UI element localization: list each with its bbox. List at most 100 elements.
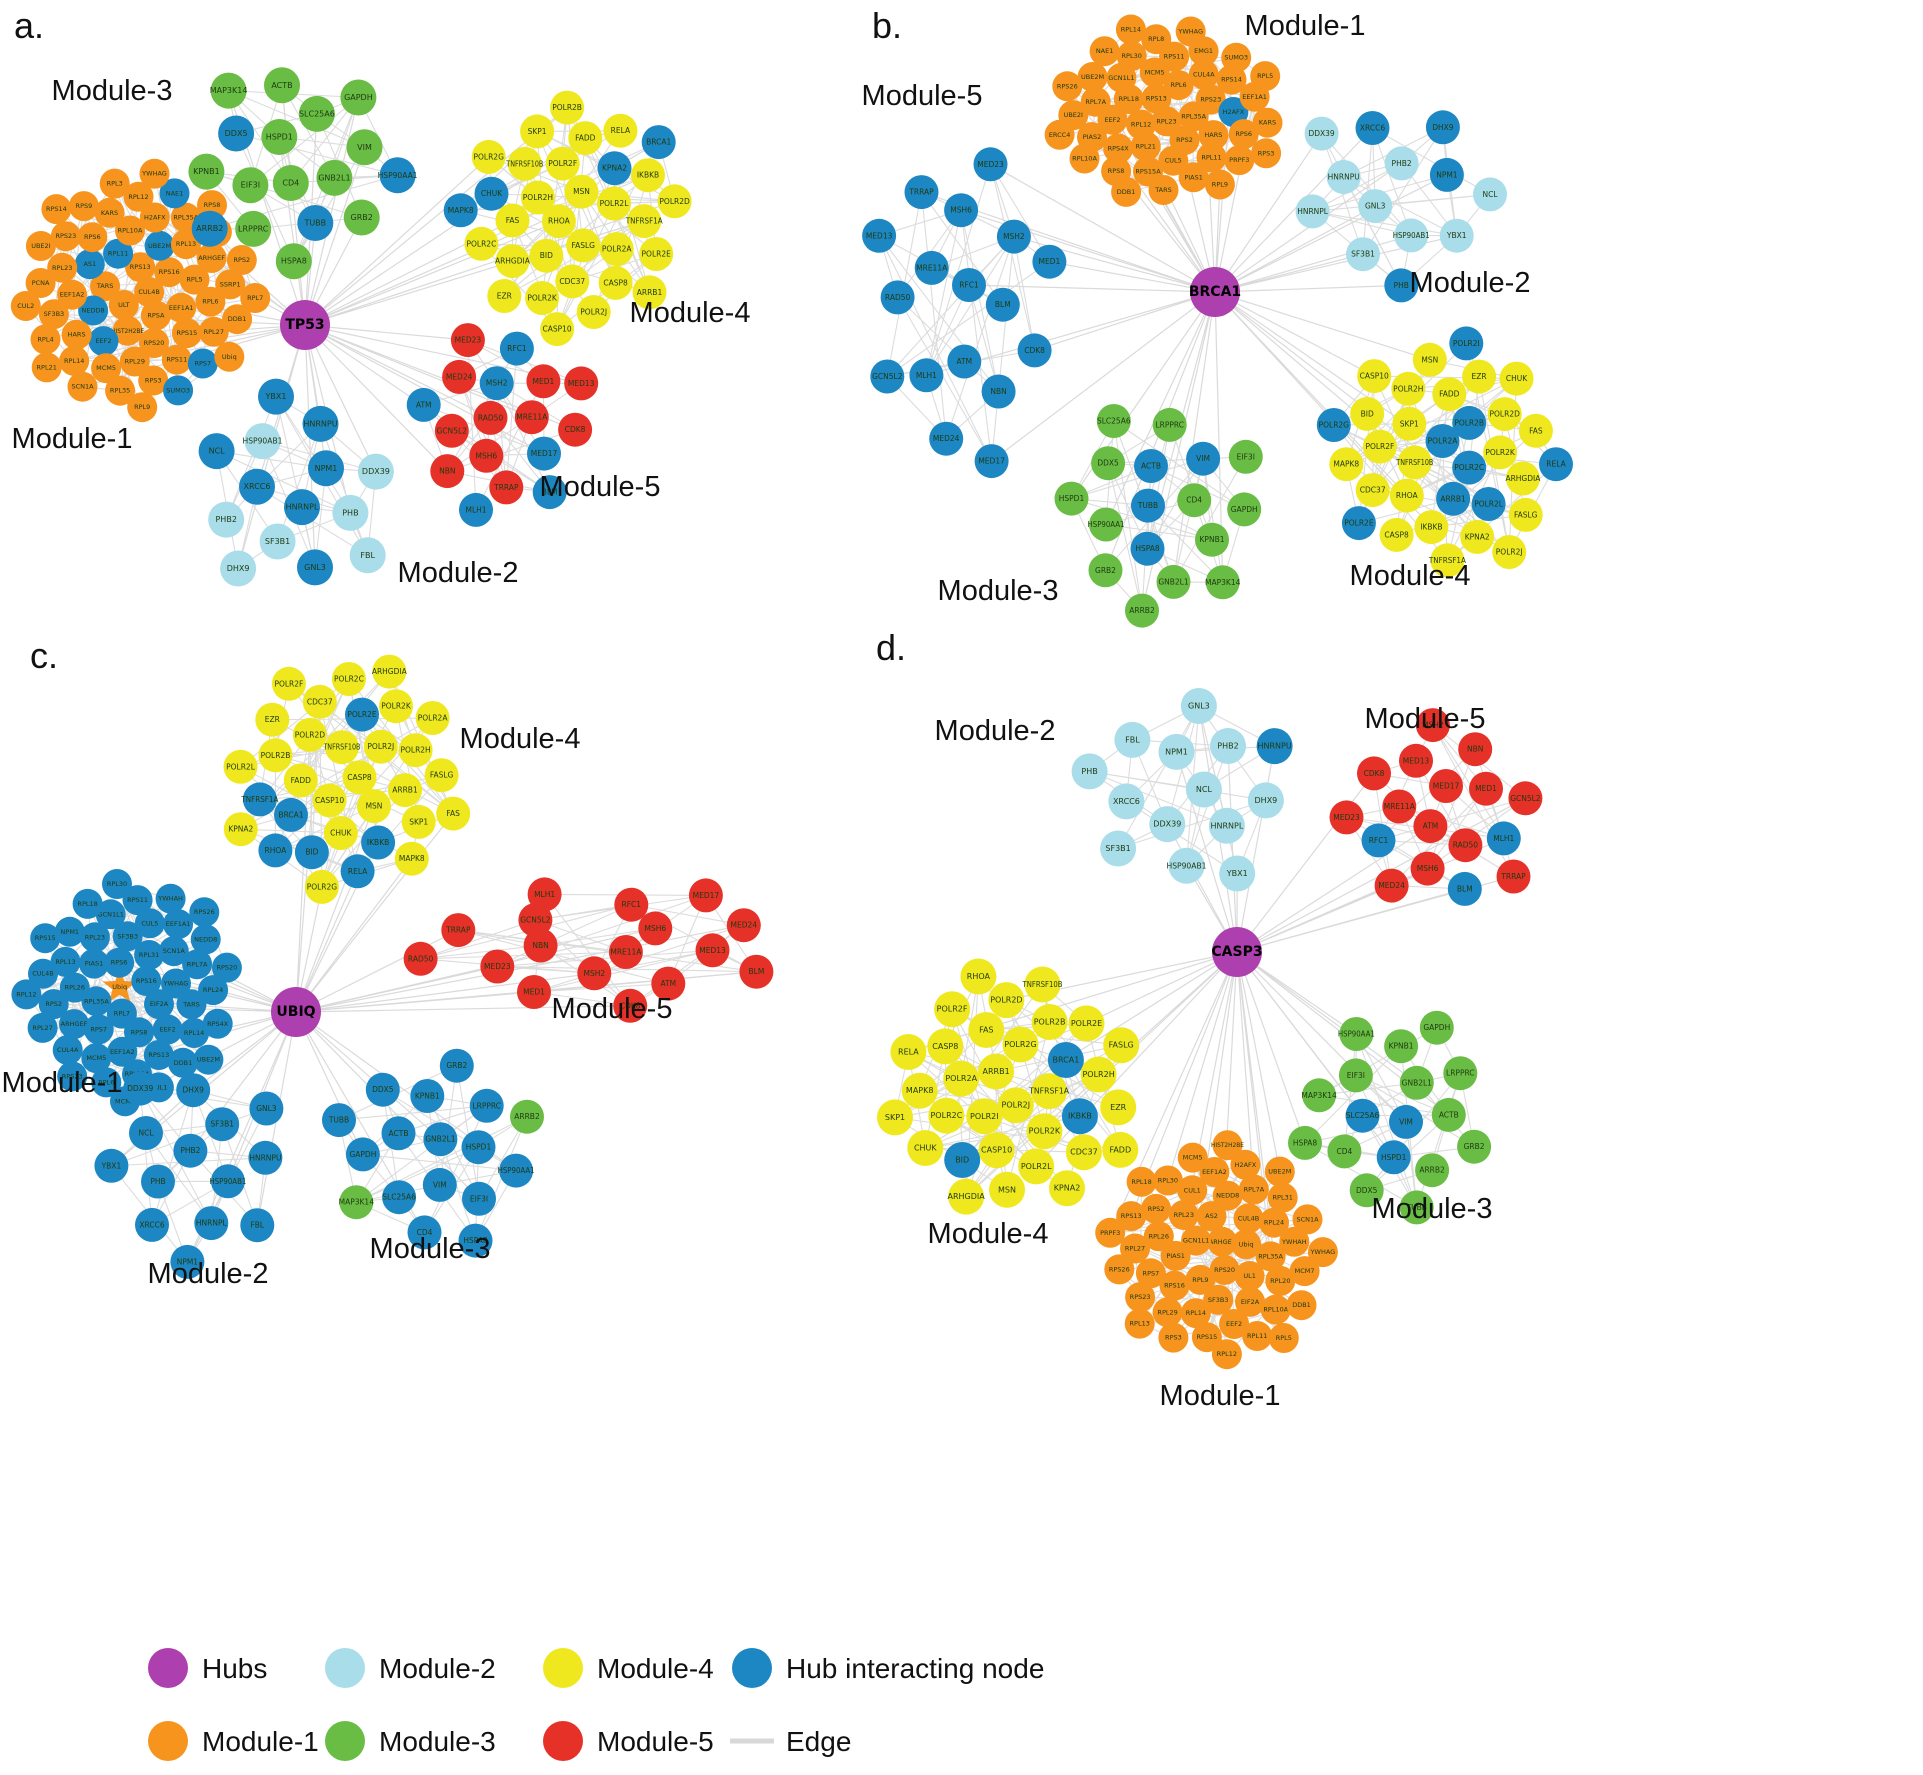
node-YBX1: YBX1 — [94, 1148, 129, 1183]
node-YBX1: YBX1 — [258, 378, 294, 415]
hub-circle — [271, 987, 321, 1037]
node-circle — [144, 230, 175, 261]
node-circle — [31, 352, 62, 383]
hub-label: CASP3 — [1211, 944, 1262, 960]
node-circle — [1457, 1129, 1492, 1164]
node-IKBKB: IKBKB — [631, 158, 665, 193]
node-circle — [340, 79, 377, 116]
node-circle — [1069, 143, 1100, 174]
node-SUMO3: SUMO3 — [163, 375, 194, 406]
node-CASP8: CASP8 — [1379, 517, 1414, 552]
node-GRB2: GRB2 — [1088, 553, 1123, 588]
node-circle — [1054, 481, 1089, 516]
node-TUBB: TUBB — [297, 205, 334, 241]
node-circle — [1247, 782, 1284, 819]
hub-circle — [1190, 267, 1240, 317]
node-circle — [423, 1122, 458, 1157]
node-circle — [272, 165, 309, 201]
node-POLR2E: POLR2E — [1341, 506, 1376, 541]
node-POLR2F: POLR2F — [1362, 429, 1397, 464]
node-circle — [1131, 488, 1165, 523]
node-circle — [1384, 268, 1419, 303]
node-circle — [1362, 429, 1397, 464]
node-SCN1A: SCN1A — [1292, 1204, 1323, 1235]
node-circle — [1399, 1065, 1434, 1100]
node-circle — [608, 935, 643, 969]
node-circle — [1473, 177, 1507, 212]
node-RPS26: RPS26 — [1104, 1254, 1135, 1285]
node-circle — [1152, 1297, 1183, 1328]
node-circle — [1177, 1175, 1208, 1206]
node-NBN: NBN — [430, 454, 465, 489]
node-circle — [112, 921, 143, 952]
node-circle — [398, 733, 433, 768]
node-circle — [1203, 1284, 1234, 1315]
node-circle — [1256, 728, 1293, 765]
node-circle — [1221, 42, 1252, 73]
node-circle — [1141, 83, 1172, 114]
node-circle — [122, 885, 153, 916]
node-circle — [222, 304, 253, 335]
node-circle — [104, 947, 135, 978]
node-circle — [143, 1040, 174, 1070]
node-MRE11A: MRE11A — [1382, 789, 1417, 824]
node-RPL13: RPL13 — [1124, 1308, 1155, 1339]
node-EIF3I: EIF3I — [1338, 1058, 1373, 1093]
node-circle — [129, 1116, 163, 1150]
node-circle — [316, 159, 353, 196]
node-PRPF3: PRPF3 — [1095, 1217, 1126, 1248]
node-MLH1: MLH1 — [459, 492, 493, 527]
node-TRRAP: TRRAP — [489, 470, 524, 505]
node-circle — [450, 323, 485, 358]
node-GRB2: GRB2 — [1457, 1129, 1492, 1164]
node-RFC1: RFC1 — [499, 331, 534, 366]
node-POLR2B: POLR2B — [550, 90, 585, 125]
node-circle — [74, 249, 105, 280]
node-RPS7: RPS7 — [83, 1014, 114, 1045]
node-circle — [1394, 218, 1429, 253]
node-HNRNPU: HNRNPU — [1326, 160, 1361, 194]
node-circle — [141, 1164, 175, 1199]
node-RPS9: RPS9 — [68, 191, 99, 222]
node-POLR2E: POLR2E — [1068, 1005, 1105, 1042]
node-circle — [275, 243, 312, 280]
node-circle — [1108, 783, 1145, 820]
node-circle — [365, 1072, 400, 1107]
node-CUL2: CUL2 — [10, 291, 41, 321]
node-circle — [196, 243, 227, 273]
node-circle — [1116, 1201, 1147, 1232]
node-TRRAP: TRRAP — [1496, 859, 1531, 894]
module-label-a-Module-4: Module-4 — [630, 297, 751, 329]
hub-BRCA1: BRCA1 — [1189, 267, 1241, 317]
node-CHUK: CHUK — [1499, 361, 1534, 396]
node-RAD50: RAD50 — [880, 280, 915, 315]
node-TNFRSF1A: TNFRSF1A — [240, 782, 279, 817]
node-CDC37: CDC37 — [555, 264, 590, 299]
node-FASLG: FASLG — [424, 758, 459, 793]
node-POLR2F: POLR2F — [271, 666, 306, 701]
node-circle — [1499, 361, 1534, 396]
node-circle — [1091, 446, 1126, 481]
node-circle — [434, 413, 469, 448]
node-RPL4: RPL4 — [30, 324, 61, 355]
node-EEF1A1: EEF1A1 — [163, 909, 194, 940]
node-circle — [1114, 721, 1151, 758]
node-NBN: NBN — [981, 374, 1016, 409]
node-RPL7: RPL7 — [240, 283, 271, 313]
node-circle — [195, 286, 226, 317]
node-RELA: RELA — [1539, 447, 1573, 482]
node-SCN1A: SCN1A — [67, 371, 98, 402]
node-MSH6: MSH6 — [944, 193, 979, 228]
node-circle — [1104, 1254, 1135, 1285]
node-RPL21: RPL21 — [31, 352, 62, 383]
node-POLR2J: POLR2J — [576, 295, 611, 329]
node-BLM: BLM — [739, 954, 774, 989]
node-HSP90AB1: HSP90AB1 — [1393, 218, 1430, 253]
node-BRCA1: BRCA1 — [274, 797, 308, 832]
node-CDK8: CDK8 — [558, 412, 593, 447]
node-MED13: MED13 — [695, 933, 730, 968]
module-label-a-Module-1: Module-1 — [12, 423, 133, 455]
node-POLR2B: POLR2B — [258, 738, 293, 773]
node-circle — [108, 290, 139, 320]
node-circle — [211, 952, 242, 983]
